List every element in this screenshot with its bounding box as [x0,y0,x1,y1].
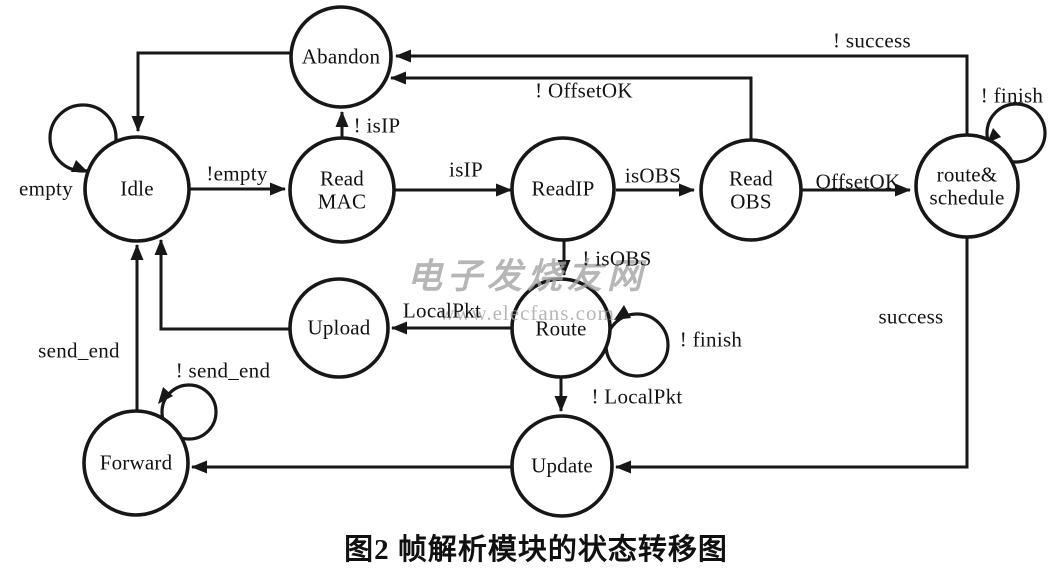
transition-label-not-success: ! success [833,28,911,53]
state-label-upload: Upload [307,315,371,340]
transition-label-success: success [878,304,944,329]
state-circle-abandon [289,5,393,109]
state-circle-route-schedule [914,133,1020,239]
state-circle-read-ip [510,136,616,242]
self-loop-idle-arrowhead [71,160,88,172]
state-label-read-obs: Read OBS [729,166,773,213]
edge-upload-to-idle [154,239,289,331]
state-label-route: Route [535,316,587,341]
edge-abandon-to-idle [131,51,291,132]
state-circle-read-obs [699,138,803,242]
transition-label-not-send-end: ! send_end [175,358,271,383]
figure-caption: 图2 帧解析模块的状态转移图 [344,534,728,566]
transition-label-not-isip: ! isIP [353,113,401,138]
edge-routeschedule-to-abandon [395,49,969,134]
transition-label-localpkt: LocalPkt [402,298,482,323]
state-label-route-schedule: route& schedule [929,162,1005,209]
state-label-read-mac: Read MAC [317,166,367,213]
self-loop-route [604,312,670,378]
state-circle-upload [288,277,390,379]
transition-label-not-isobs: ! isOBS [582,246,652,271]
self-loop-forward [160,383,218,441]
state-circle-read-mac [288,136,396,244]
transition-label-isip: isIP [449,157,483,182]
state-label-idle: Idle [120,176,154,201]
state-label-abandon: Abandon [301,44,381,69]
transition-label-finish-top: ! finish [980,83,1044,108]
transition-label-empty: empty [19,176,73,201]
transition-label-not-offsetok: ! OffsetOK [535,78,633,103]
transition-label-finish-route: ! finish [679,327,743,352]
state-label-read-ip: ReadIP [531,176,595,201]
state-circle-route [510,277,612,379]
state-circle-forward [82,409,190,517]
transition-label-isobs: isOBS [624,163,682,188]
state-label-update: Update [531,453,593,478]
state-circle-idle [83,135,191,243]
transition-label-not-empty: !empty [206,161,268,186]
edge-readobs-to-abandon [390,71,753,139]
state-label-forward: Forward [99,450,173,475]
transition-label-not-localpkt: ! LocalPkt [591,384,683,409]
state-circle-update [510,414,614,518]
self-loop-route-arrowhead [614,305,631,320]
transition-label-offsetok: OffsetOK [815,169,901,194]
self-loop-route-schedule [985,102,1047,164]
transition-label-send-end: send_end [38,338,120,363]
edge-routeschedule-to-update [615,238,969,474]
self-loop-forward-arrowhead [158,387,173,404]
